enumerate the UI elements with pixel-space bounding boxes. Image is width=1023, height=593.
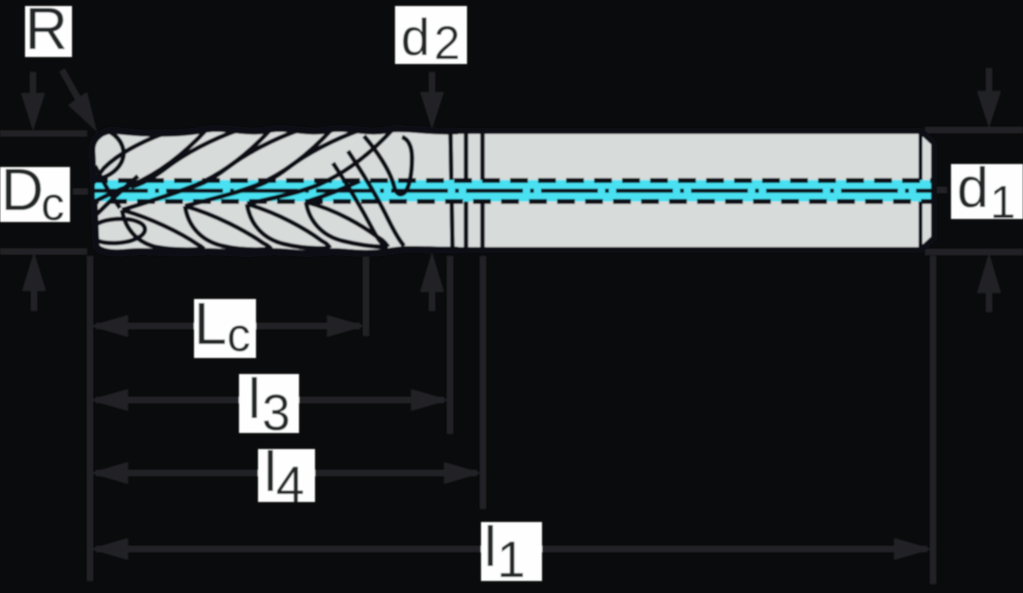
svg-text:2: 2 [434, 16, 460, 69]
svg-text:L: L [194, 291, 227, 357]
svg-text:c: c [227, 308, 251, 361]
svg-text:c: c [41, 177, 65, 230]
svg-text:l: l [248, 367, 261, 431]
svg-text:d: d [957, 156, 989, 220]
svg-text:l: l [484, 515, 497, 579]
svg-text:R: R [25, 0, 68, 62]
svg-text:1: 1 [990, 176, 1016, 228]
svg-text:D: D [1, 157, 44, 223]
svg-text:4: 4 [276, 456, 304, 513]
svg-text:3: 3 [262, 384, 290, 441]
svg-text:l: l [264, 440, 277, 504]
svg-text:d: d [401, 9, 430, 67]
svg-text:1: 1 [497, 531, 525, 588]
